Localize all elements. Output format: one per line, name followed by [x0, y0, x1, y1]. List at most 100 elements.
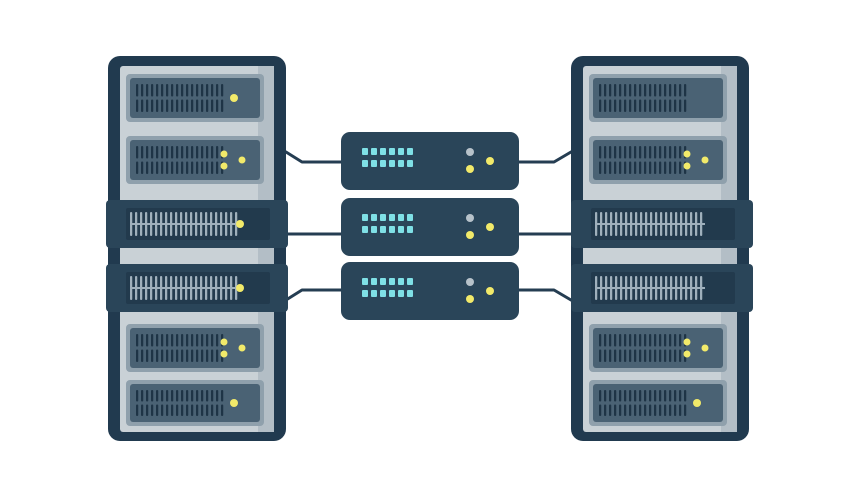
- vent-slot: [634, 390, 637, 402]
- vent-slot: [181, 84, 184, 97]
- vent-slot: [221, 84, 224, 97]
- vent-slot: [609, 349, 612, 362]
- vent-slot: [644, 84, 647, 97]
- vent-slot: [211, 404, 214, 416]
- vent-slot: [206, 404, 209, 416]
- vent-slot: [614, 146, 617, 159]
- vent-slot: [151, 349, 154, 362]
- vent-slot: [136, 334, 139, 347]
- vent-slot: [634, 334, 637, 347]
- vent-slot: [186, 146, 189, 159]
- vent-slot: [684, 84, 687, 97]
- server-rack-right: [571, 56, 753, 441]
- vent-slot: [664, 84, 667, 97]
- vent-slot: [624, 334, 627, 347]
- vent-slot: [639, 390, 642, 402]
- vent-slot: [619, 390, 622, 402]
- vent-slot: [674, 84, 677, 97]
- switch-port-icon: [407, 226, 413, 233]
- switch-port-icon: [398, 214, 404, 221]
- vent-slot: [679, 146, 682, 159]
- vent-slot: [599, 99, 602, 112]
- vent-slot: [206, 390, 209, 402]
- vent-slot: [166, 99, 169, 112]
- vent-slot: [614, 349, 617, 362]
- vent-slot: [649, 146, 652, 159]
- vent-slot: [201, 161, 204, 174]
- vent-grille: [599, 146, 687, 174]
- vent-slot: [211, 390, 214, 402]
- vent-slot: [181, 99, 184, 112]
- switch-port-icon: [371, 290, 377, 297]
- switch-led-icon: [466, 231, 474, 239]
- switch-led-icon: [466, 278, 474, 286]
- vent-slot: [136, 349, 139, 362]
- vent-slot: [654, 404, 657, 416]
- vent-slot: [136, 404, 139, 416]
- server-unit-face: [593, 384, 723, 422]
- switch-led-icon: [466, 148, 474, 156]
- vent-slot: [186, 161, 189, 174]
- status-led-icon: [220, 150, 228, 158]
- status-led-icon: [683, 162, 691, 170]
- vent-slot: [196, 146, 199, 159]
- vent-slot: [644, 390, 647, 402]
- vent-slot: [679, 349, 682, 362]
- vent-slot: [659, 161, 662, 174]
- vent-slot: [171, 334, 174, 347]
- vent-slot: [146, 404, 149, 416]
- server-unit: [126, 324, 264, 372]
- vent-slot: [674, 146, 677, 159]
- switch-port-icon: [362, 214, 368, 221]
- vent-slot: [176, 146, 179, 159]
- vent-slot: [604, 161, 607, 174]
- vent-slot: [201, 349, 204, 362]
- vent-slot: [604, 349, 607, 362]
- vent-slot: [151, 146, 154, 159]
- vent-slot: [196, 99, 199, 112]
- switch-led-icon: [466, 165, 474, 173]
- network-switch: [341, 132, 519, 190]
- vent-slot: [599, 404, 602, 416]
- vent-grille: [136, 84, 224, 112]
- vent-slot: [176, 84, 179, 97]
- network-switch: [341, 198, 519, 256]
- server-unit: [589, 380, 727, 426]
- vent-slot: [679, 404, 682, 416]
- vent-slot: [599, 349, 602, 362]
- vent-slot: [141, 161, 144, 174]
- server-unit-face: [130, 384, 260, 422]
- vent-slot: [629, 334, 632, 347]
- vent-slot: [156, 390, 159, 402]
- vent-slot: [654, 349, 657, 362]
- vent-slot: [141, 334, 144, 347]
- switch-port-icon: [389, 226, 395, 233]
- vent-slot: [141, 84, 144, 97]
- vent-slot: [176, 404, 179, 416]
- vent-slot: [156, 161, 159, 174]
- switch-led-icon: [486, 287, 494, 295]
- vent-slot: [186, 99, 189, 112]
- vent-slot: [674, 161, 677, 174]
- vent-slot: [619, 84, 622, 97]
- vent-slot: [614, 334, 617, 347]
- vent-slot: [654, 161, 657, 174]
- vent-slot: [156, 404, 159, 416]
- vent-slot: [151, 334, 154, 347]
- vent-slot: [216, 161, 219, 174]
- vent-slot: [216, 146, 219, 159]
- server-unit: [589, 324, 727, 372]
- vent-slot: [176, 334, 179, 347]
- vent-slot: [196, 390, 199, 402]
- vent-slot: [156, 99, 159, 112]
- switch-port-icon: [362, 278, 368, 285]
- vent-slot: [211, 161, 214, 174]
- switch-port-icon: [389, 160, 395, 167]
- status-led-icon: [701, 344, 709, 352]
- status-led-icon: [683, 350, 691, 358]
- vent-slot: [151, 84, 154, 97]
- status-led-icon: [683, 338, 691, 346]
- vent-slot: [629, 146, 632, 159]
- vent-slot: [216, 390, 219, 402]
